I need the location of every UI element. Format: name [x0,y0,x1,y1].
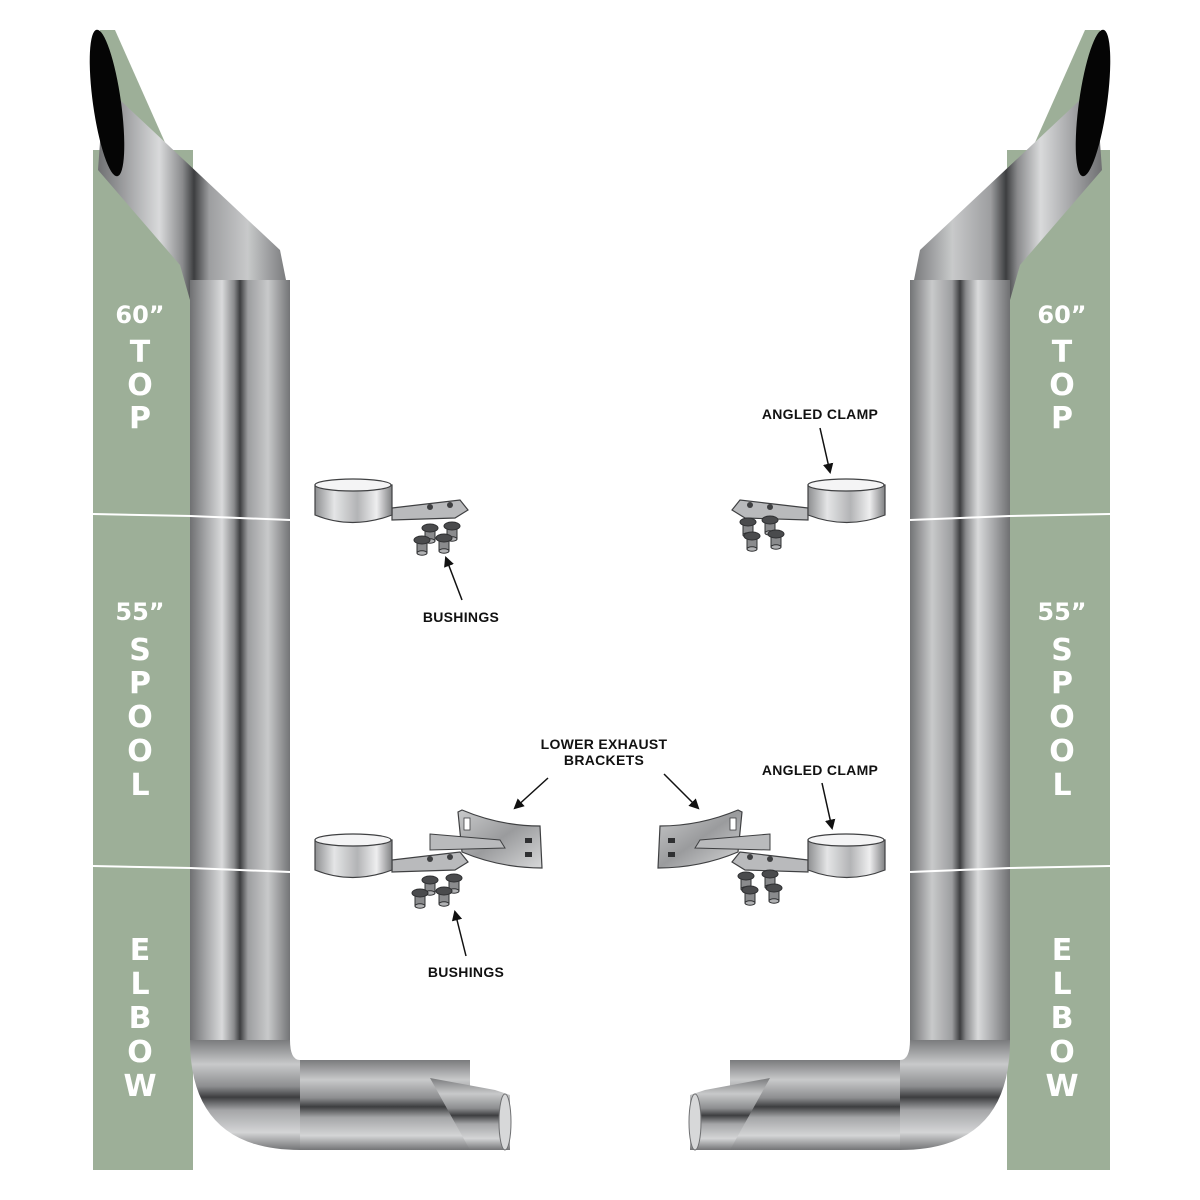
right-elbow-letter: W [1045,1069,1078,1104]
lower-right-bushings-icon [737,869,783,906]
right-panel-labels: 60” T O P 55” S P O O L E L B O W [1037,301,1086,1104]
lower-right-clamp-arrow-icon [821,782,836,831]
left-spool-letter: O [127,700,153,735]
upper-left-angled-clamp-icon [314,478,469,524]
lower-brackets-label-line2: BRACKETS [564,752,644,768]
left-spool-size: 55” [115,598,164,626]
lower-right-angled-clamp-icon [731,833,886,879]
left-elbow-letter: B [129,1001,152,1036]
left-spool-letter: S [129,633,151,668]
upper-right-bushings-icon [739,515,785,552]
left-spool-letter: O [127,734,153,769]
left-stack-pipe-icon [89,29,512,1151]
right-spool-size: 55” [1037,598,1086,626]
lower-right-angled-clamp-label: ANGLED CLAMP [762,762,878,778]
lower-left-bushings-arrow-icon [451,909,467,957]
right-top-size: 60” [1037,301,1086,329]
upper-right-angled-clamp-icon [731,478,886,524]
right-spool-letter: O [1049,734,1075,769]
lower-left-bracket-arrow-icon [513,777,549,810]
right-size-panel [909,150,1111,1170]
right-top-letter: P [1051,401,1073,436]
left-elbow-letter: O [127,1035,153,1070]
left-top-size: 60” [115,301,164,329]
lower-left-angled-clamp-icon [314,833,469,879]
upper-left-bushings-arrow-icon [444,556,463,601]
left-top-letter: T [130,335,151,370]
left-top-letter: P [129,401,151,436]
lower-brackets-label-line1: LOWER EXHAUST [541,736,668,752]
left-size-panel [92,150,291,1170]
right-elbow-letter: L [1052,967,1071,1002]
right-spool-letter: O [1049,700,1075,735]
upper-right-angled-clamp-label: ANGLED CLAMP [762,406,878,422]
left-spool-letter: P [129,666,151,701]
right-top-letter: O [1049,368,1075,403]
left-top-letter: O [127,368,153,403]
right-elbow-letter: E [1052,933,1073,968]
right-spool-letter: P [1051,666,1073,701]
upper-left-bushings-icon [413,521,461,556]
upper-left-bushings-label: BUSHINGS [423,609,499,625]
right-spool-letter: S [1051,633,1073,668]
lower-left-bracket-icon [429,809,543,869]
right-stack-pipe-icon [688,29,1111,1151]
left-elbow-letter: E [130,933,151,968]
lower-right-bracket-arrow-icon [663,773,700,810]
lower-right-bracket-icon [657,809,771,869]
lower-left-bushings-label: BUSHINGS [428,964,504,980]
upper-right-clamp-arrow-icon [819,427,834,475]
left-elbow-letter: L [130,967,149,1002]
right-elbow-letter: B [1051,1001,1074,1036]
left-spool-letter: L [130,768,149,803]
right-elbow-letter: O [1049,1035,1075,1070]
right-top-letter: T [1052,335,1073,370]
left-panel-labels: 60” T O P 55” S P O O L E L B O W [115,301,164,1104]
right-spool-letter: L [1052,768,1071,803]
lower-left-bushings-icon [411,873,463,909]
left-elbow-letter: W [123,1069,156,1104]
